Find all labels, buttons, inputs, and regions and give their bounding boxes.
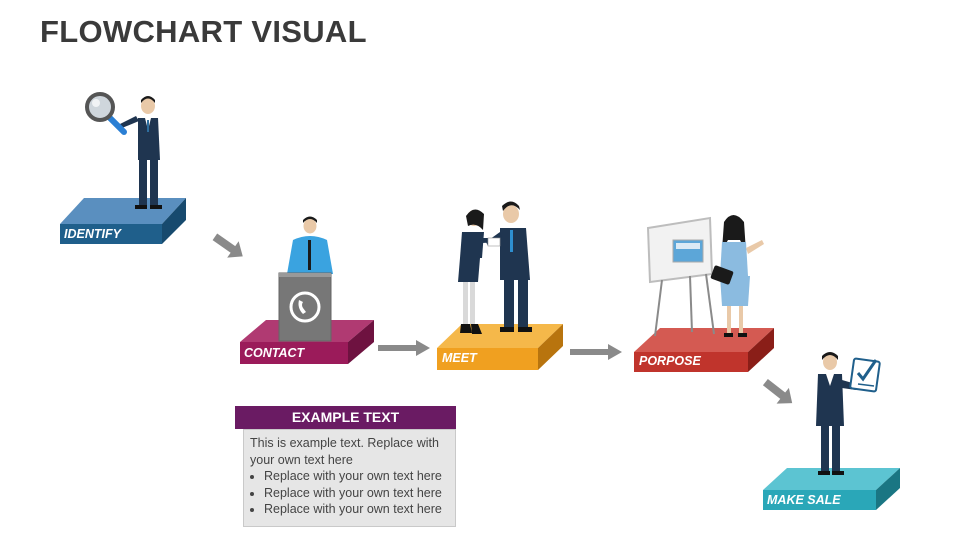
- text-box-body: This is example text. Replace with your …: [243, 429, 456, 527]
- text-box-bullets: Replace with your own text here Replace …: [250, 468, 449, 518]
- magnifier-icon: [85, 92, 127, 135]
- podium: [278, 272, 332, 342]
- text-box-header: EXAMPLE TEXT: [235, 406, 456, 429]
- checklist-icon: [849, 357, 881, 393]
- step-identify: IDENTIFY: [60, 92, 186, 244]
- man-with-magnifier: [120, 96, 162, 209]
- list-item: Replace with your own text here: [264, 468, 449, 485]
- step-make-sale: MAKE SALE: [763, 352, 900, 510]
- phone-icon: [289, 291, 321, 323]
- flow-arrow-1: [212, 233, 243, 258]
- step-label-contact: CONTACT: [244, 346, 306, 360]
- step-label-identify: IDENTIFY: [64, 227, 123, 241]
- page-title: FLOWCHART VISUAL: [40, 14, 367, 49]
- list-item: Replace with your own text here: [264, 501, 449, 518]
- salesman-with-checklist: [816, 352, 856, 475]
- businesswoman-presenting: [710, 215, 764, 337]
- step-label-porpose: PORPOSE: [639, 354, 701, 368]
- step-meet: MEET: [437, 201, 563, 370]
- step-label-meet: MEET: [442, 351, 478, 365]
- list-item: Replace with your own text here: [264, 485, 449, 502]
- flow-arrow-3: [570, 344, 622, 360]
- text-box-intro: This is example text. Replace with your …: [250, 436, 439, 467]
- step-label-make-sale: MAKE SALE: [767, 493, 841, 507]
- flow-arrow-2: [378, 340, 430, 356]
- presentation-board: [646, 216, 715, 337]
- step-porpose: PORPOSE: [634, 215, 774, 372]
- step-contact: CONTACT: [240, 216, 374, 364]
- flow-arrow-4: [762, 378, 793, 404]
- businesswoman-meeting: [458, 209, 500, 334]
- businessman-meeting: [486, 201, 532, 332]
- man-at-podium: [287, 216, 333, 274]
